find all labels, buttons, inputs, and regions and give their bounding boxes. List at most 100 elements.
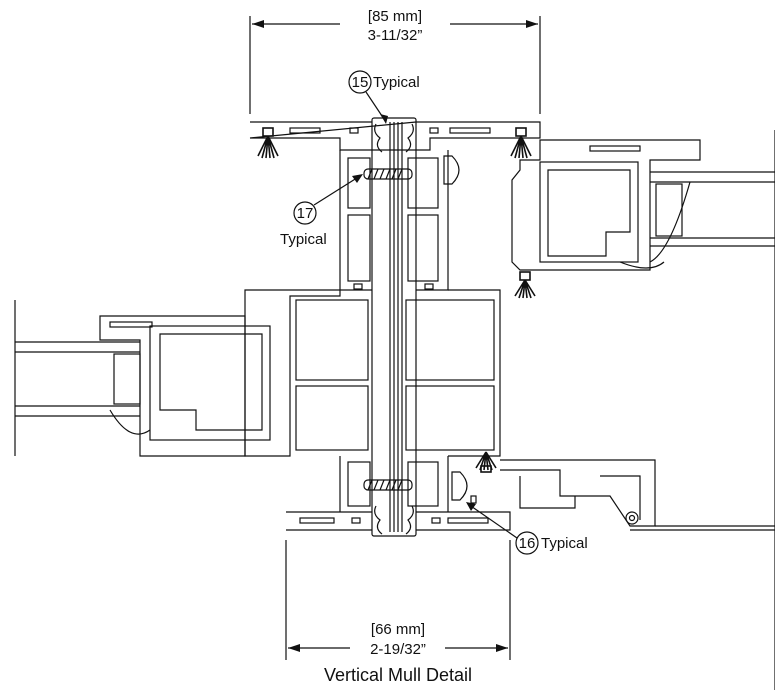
upper-slot-1 <box>353 283 363 290</box>
upper-cell-4 <box>407 214 439 282</box>
right-upper-sash-outline <box>511 139 701 271</box>
top-flange-slot-4 <box>449 127 491 134</box>
callout-16-text: Typical <box>541 535 588 552</box>
right-upper-glazing-bead <box>619 261 665 269</box>
callout-15: 15 Typical <box>348 70 420 124</box>
callout-15-arrow <box>380 114 388 124</box>
callout-17-text: Typical <box>280 231 327 248</box>
lower-cell-2 <box>407 461 439 507</box>
left-middle-sash-slot <box>109 321 153 328</box>
left-middle-sash <box>14 300 271 457</box>
left-middle-sash-outline <box>99 315 246 457</box>
brush-top-right-holder <box>515 127 527 137</box>
bottom-dim-metric: [66 mm] <box>371 621 425 638</box>
brush-lower-right-bristles <box>475 451 497 471</box>
top-dim-arrow-right <box>526 20 538 28</box>
upper-glazing-stop <box>443 155 460 185</box>
bottom-flange-slot-3 <box>431 517 441 524</box>
brush-top-right <box>510 127 532 159</box>
bottom-clip-right <box>405 505 414 535</box>
top-flange-slot-1 <box>289 127 321 134</box>
left-middle-sash-chamber <box>149 325 271 441</box>
top-dim-metric: [85 mm] <box>368 8 422 25</box>
right-upper-spacer <box>655 183 683 237</box>
top-dimension: [85 mm] 3-11/32” <box>249 8 541 114</box>
right-upper-sash-inner <box>547 169 631 257</box>
right-lower-glass-lines <box>630 525 775 531</box>
lower-chamber-sides <box>339 456 449 512</box>
right-upper-sash <box>511 130 775 690</box>
bottom-flange-slot-1 <box>299 517 335 524</box>
top-clip-left <box>374 123 383 153</box>
glazing-stops <box>443 155 477 504</box>
left-middle-glazing-bead <box>109 409 151 435</box>
callout-16-number: 16 <box>519 535 536 552</box>
right-lower-sash-roller <box>625 511 639 525</box>
top-flange-outline <box>249 121 541 151</box>
lower-cell-1 <box>347 461 371 507</box>
brush-mid-right-bristles <box>514 279 536 299</box>
upper-screw-threads <box>367 168 403 180</box>
weatherstrips <box>257 127 536 473</box>
right-lower-sash-outline <box>500 459 656 527</box>
callout-17-arrow <box>352 174 363 183</box>
bottom-flange-outline <box>286 511 511 531</box>
bottom-dim-arrow-right <box>496 644 508 652</box>
right-lower-sash-roller-hub <box>628 514 636 522</box>
callout-15-number: 15 <box>352 74 369 91</box>
top-clip-right <box>405 123 414 153</box>
brush-top-left-holder <box>262 127 274 137</box>
screws <box>363 168 413 491</box>
upper-screw-body <box>363 168 413 180</box>
right-lower-sash-inner <box>519 475 641 520</box>
brush-lower-right <box>475 451 497 473</box>
brush-mid-right-holder <box>519 271 531 281</box>
bottom-flange-slot-4 <box>447 517 489 524</box>
left-middle-spacer <box>113 353 141 405</box>
central-mull <box>371 117 417 537</box>
upper-screw <box>363 168 413 180</box>
top-dim-arrow-left <box>252 20 264 28</box>
brush-top-right-bristles <box>510 135 532 159</box>
lower-screw-body <box>363 479 413 491</box>
bottom-flange-slot-2 <box>351 517 361 524</box>
middle-cell-4 <box>405 385 495 451</box>
callout-15-circle <box>348 70 372 94</box>
right-upper-sash-chamber <box>539 161 639 263</box>
upper-cell-2 <box>347 214 371 282</box>
middle-cell-1 <box>295 299 369 381</box>
left-middle-glass-lines <box>15 341 140 417</box>
callout-15-text: Typical <box>373 74 420 91</box>
middle-cell-2 <box>295 385 369 451</box>
bottom-clip-left <box>374 505 383 535</box>
top-flange <box>249 121 541 151</box>
bottom-flange <box>286 511 511 531</box>
callout-17: 17 Typical <box>280 174 363 248</box>
lower-glazing-stop <box>451 471 468 501</box>
callout-16-arrow <box>466 502 476 511</box>
right-upper-glass-lines <box>650 171 775 247</box>
callout-16-circle <box>515 531 539 555</box>
lower-glazing-tab <box>470 495 477 504</box>
callout-16: 16 Typical <box>466 502 588 555</box>
lower-screw-threads <box>367 479 403 491</box>
brush-mid-right <box>514 271 536 299</box>
top-flange-slot-3 <box>429 127 439 134</box>
top-dim-imperial: 3-11/32” <box>368 27 423 44</box>
upper-slot-2 <box>424 283 434 290</box>
mull-outer <box>371 117 417 537</box>
callout-17-leader <box>313 175 361 206</box>
brush-lower-right-holder <box>480 465 492 473</box>
lower-screw <box>363 479 413 491</box>
brush-top-left <box>257 127 279 159</box>
callout-17-circle <box>293 201 317 225</box>
upper-cell-1 <box>347 157 371 209</box>
bottom-dimension: [66 mm] 2-19/32” <box>285 540 511 660</box>
upper-cell-3 <box>407 157 439 209</box>
middle-left-outline <box>244 289 341 457</box>
top-flange-slot-2 <box>349 127 359 134</box>
right-lower-sash <box>500 459 775 531</box>
right-upper-sash-slot <box>589 145 641 152</box>
brush-top-left-bristles <box>257 135 279 159</box>
